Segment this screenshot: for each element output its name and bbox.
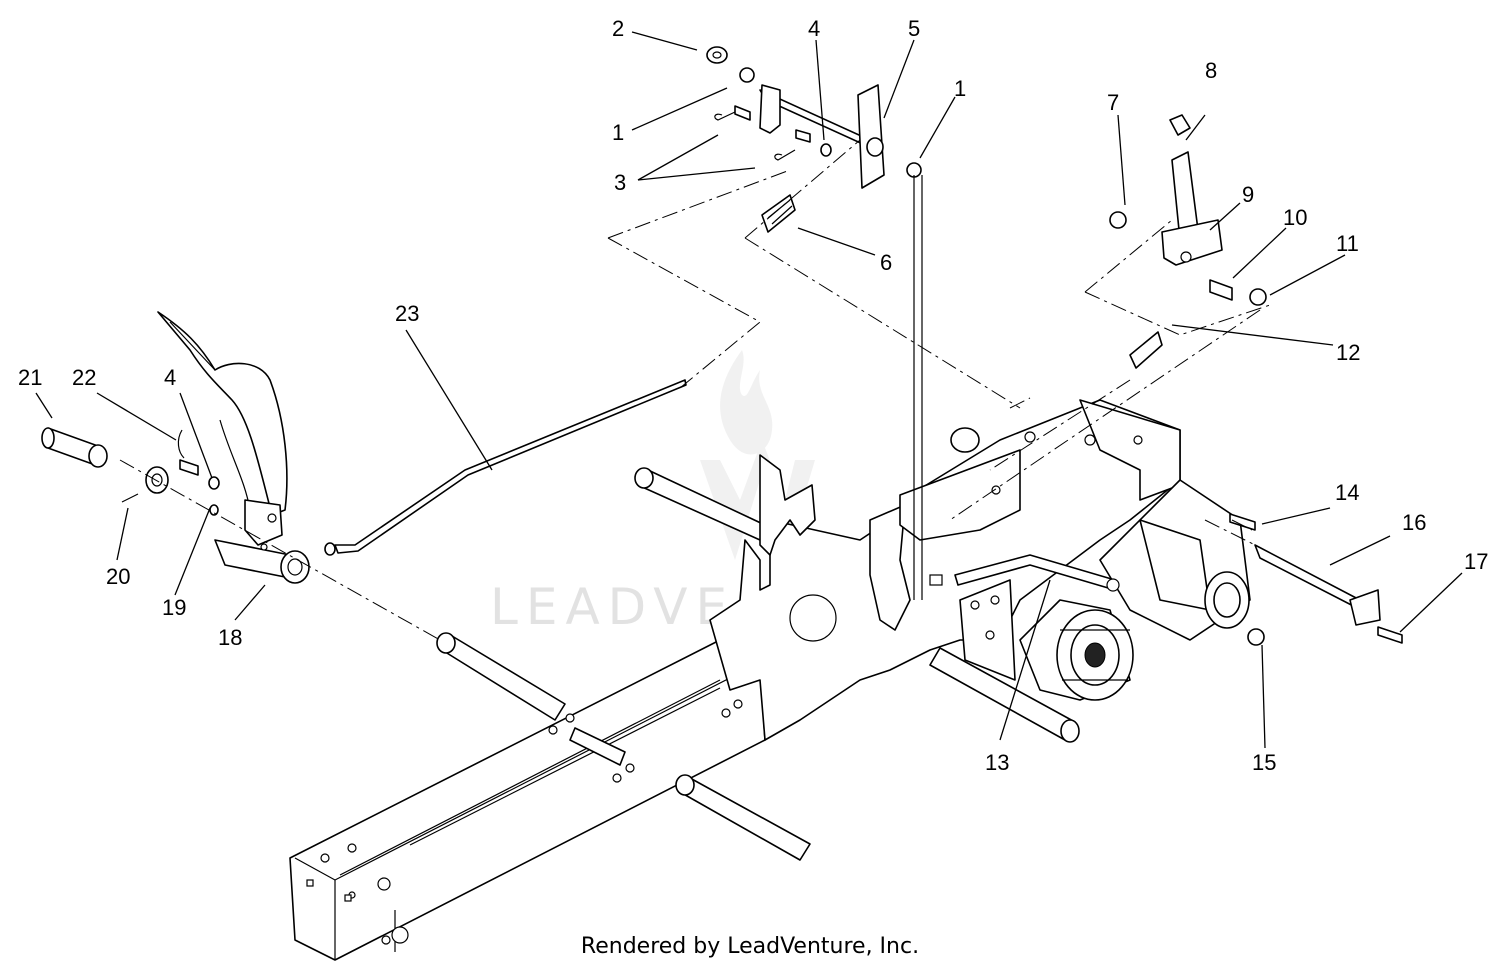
callout-23: 23 — [395, 301, 419, 326]
right-hardware — [1229, 513, 1403, 646]
callout-11: 11 — [1336, 231, 1359, 256]
callout-21: 21 — [18, 365, 42, 390]
callout-19: 19 — [162, 595, 186, 620]
pedal-pad-21 — [41, 427, 108, 468]
brake-pedal — [157, 311, 288, 546]
chassis-plate — [709, 399, 1181, 741]
callout-labels: 2 1 3 4 5 1 6 7 8 9 10 11 12 14 16 17 15… — [18, 16, 1488, 775]
callout-2: 2 — [612, 16, 624, 41]
callout-12: 12 — [1336, 340, 1360, 365]
control-rod-23 — [324, 379, 687, 556]
pedal-hardware — [121, 429, 220, 516]
lift-lever — [1109, 114, 1267, 369]
callout-17: 17 — [1464, 549, 1488, 574]
render-credit: Rendered by LeadVenture, Inc. — [580, 934, 920, 959]
leader-lines — [35, 31, 1463, 749]
pivot-tube-18 — [214, 539, 310, 584]
callout-5: 5 — [908, 16, 920, 41]
callout-18: 18 — [218, 625, 242, 650]
callout-10: 10 — [1283, 205, 1307, 230]
callout-7: 7 — [1107, 90, 1119, 115]
callout-6: 6 — [880, 250, 892, 275]
callout-15: 15 — [1252, 750, 1276, 775]
callout-4-left: 4 — [164, 365, 176, 390]
callout-9: 9 — [1242, 182, 1254, 207]
callout-20: 20 — [106, 564, 130, 589]
callout-13: 13 — [985, 750, 1009, 775]
transaxle-pulley — [959, 479, 1251, 701]
callout-3: 3 — [614, 170, 626, 195]
callout-8: 8 — [1205, 58, 1217, 83]
linkage-rod-13 — [954, 554, 1120, 592]
callout-1-top: 1 — [612, 120, 624, 145]
cross-tubes — [436, 467, 1080, 861]
callout-1-right: 1 — [954, 76, 966, 101]
callout-16: 16 — [1402, 510, 1426, 535]
upper-linkage — [706, 46, 923, 600]
callout-22: 22 — [72, 365, 96, 390]
callout-4-top: 4 — [808, 16, 820, 41]
alignment-lines — [119, 139, 1271, 641]
callout-14: 14 — [1335, 480, 1359, 505]
